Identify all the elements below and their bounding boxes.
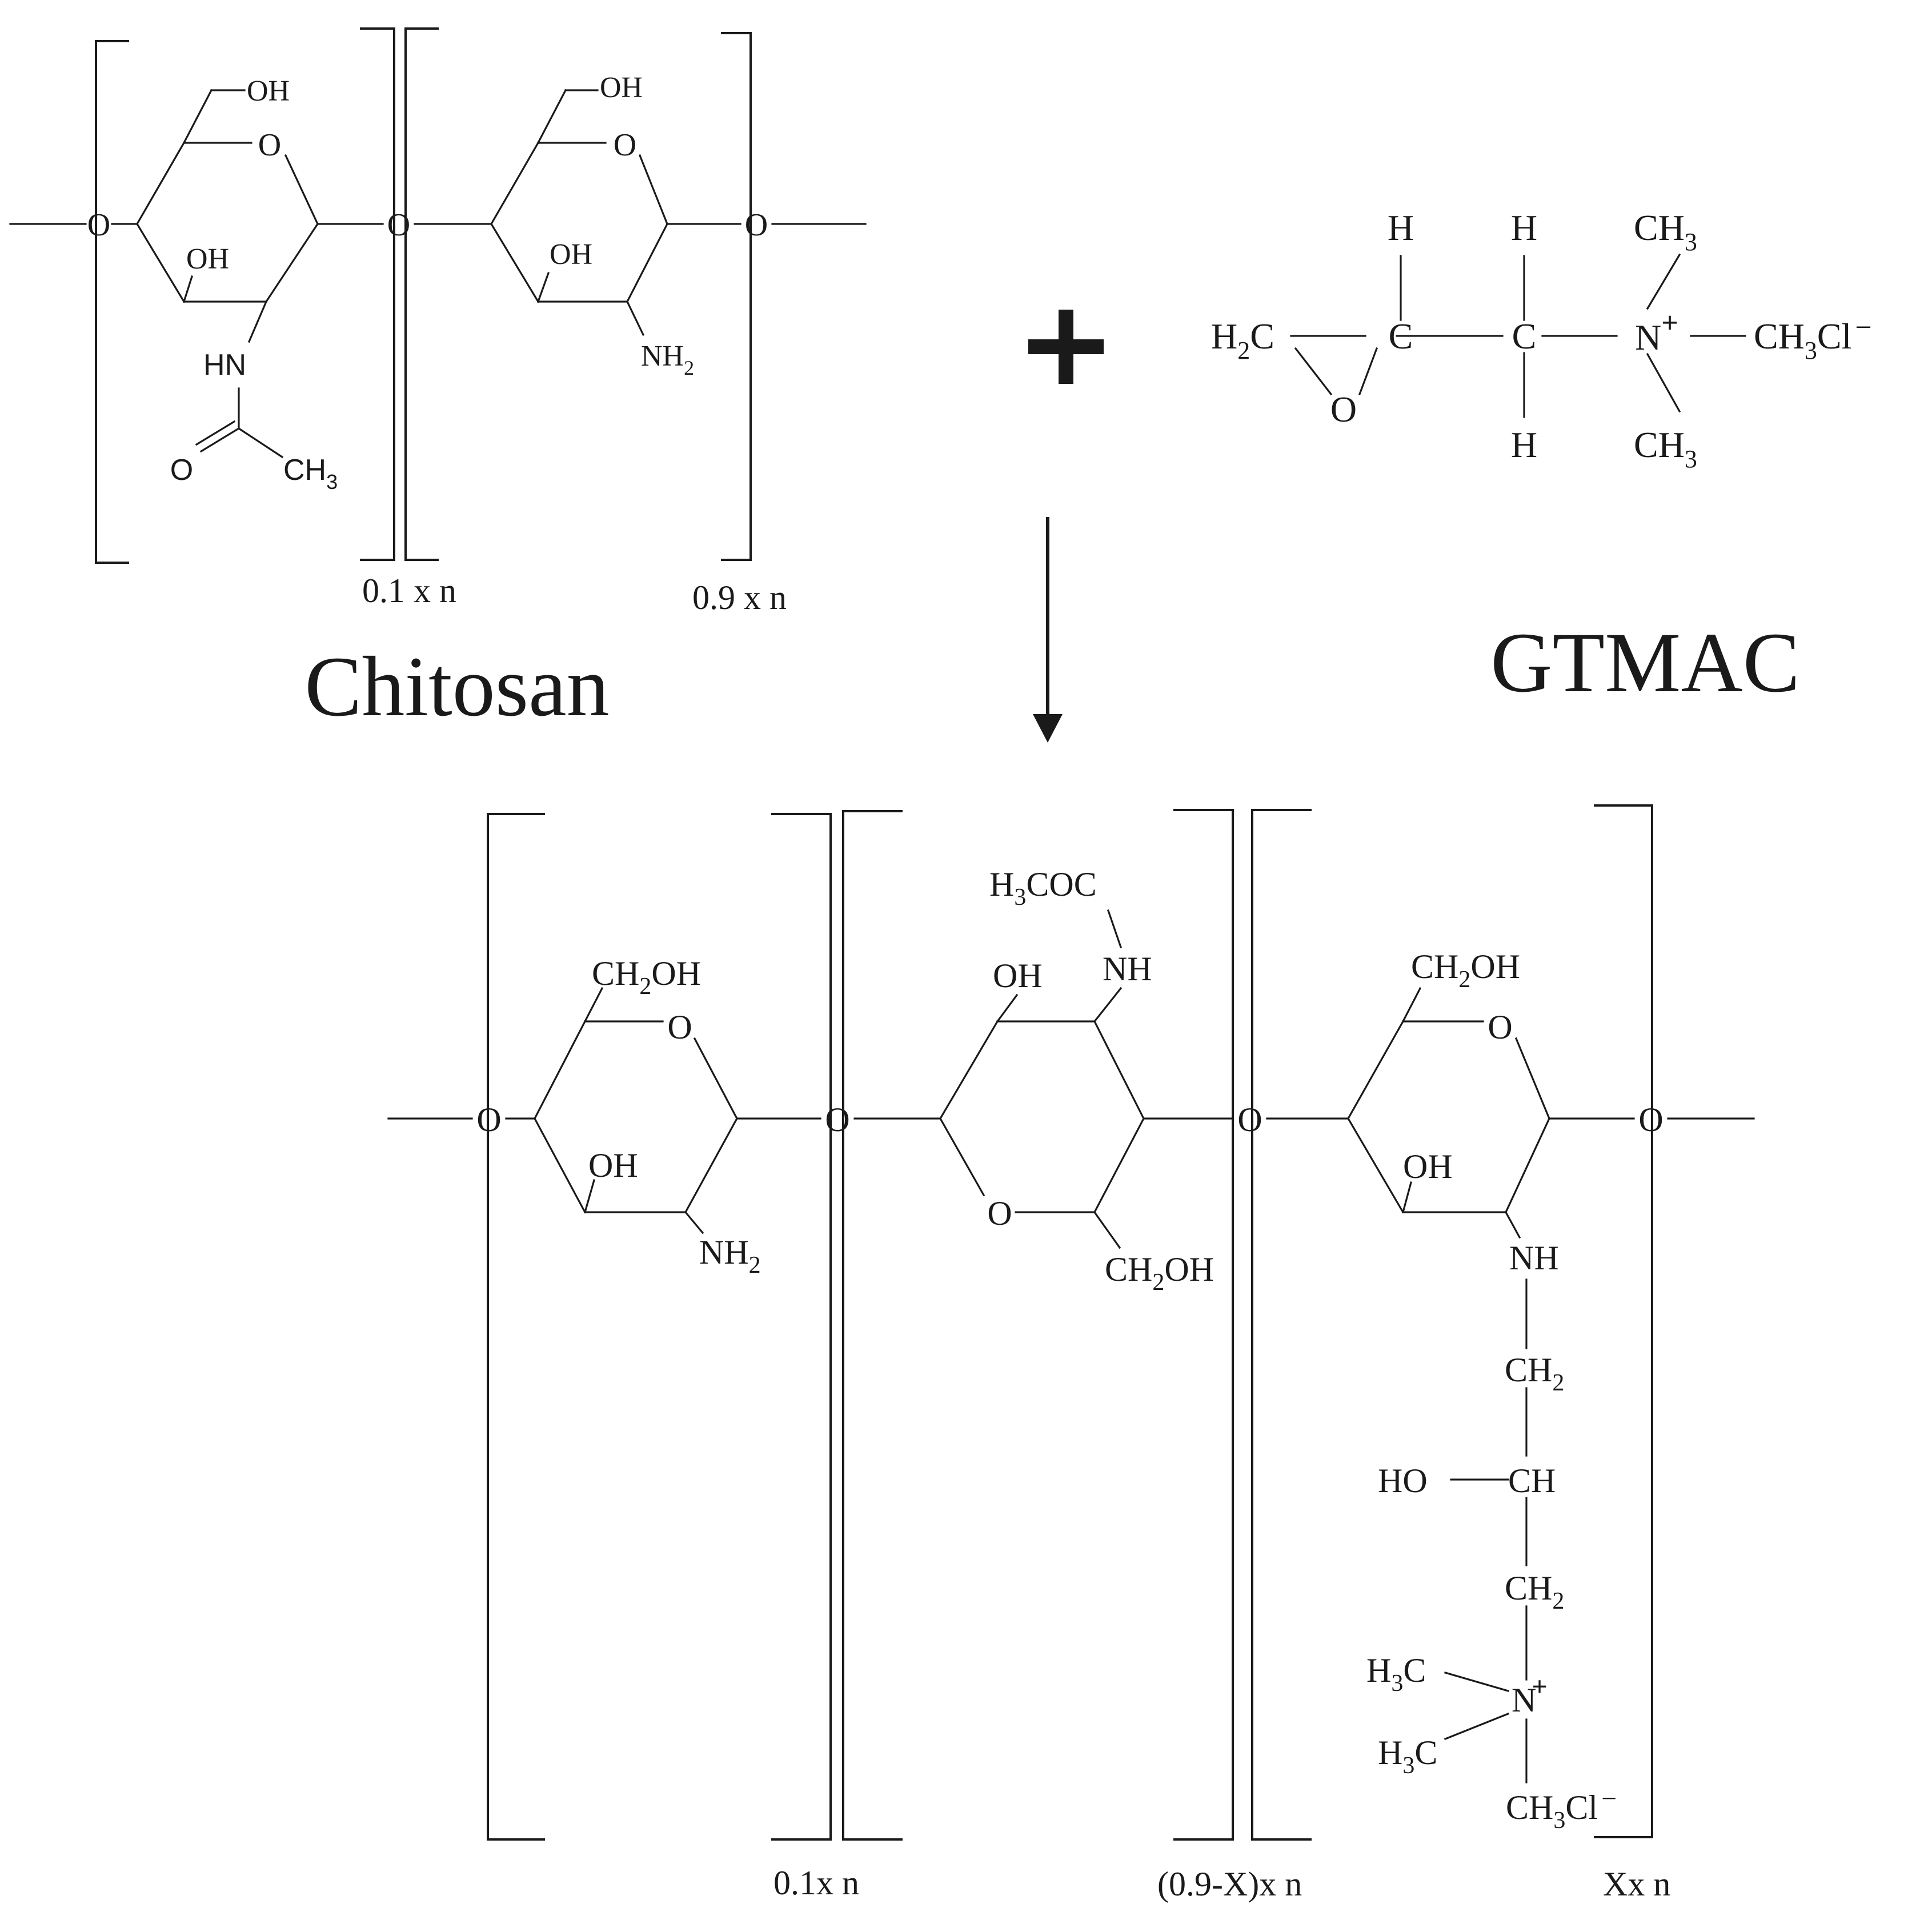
product-unit3-hydroxyl-label: OH xyxy=(1403,1148,1453,1185)
product-unit2-nh-label: NH xyxy=(1103,950,1152,988)
chitosan-linker-oxygen-right: O xyxy=(745,207,768,243)
product-linker-oxygen-2: O xyxy=(825,1101,849,1139)
chitosan-left-repeat-label: 0.1 x n xyxy=(362,572,456,610)
gtmac-epoxide-ch2-label: H2C xyxy=(1211,316,1274,364)
product-unit1-ring-oxygen: O xyxy=(667,1008,692,1046)
product-unit1-repeat-label: 0.1x n xyxy=(773,1864,859,1902)
gtmac-hydrogen-1: H xyxy=(1388,207,1414,248)
product-unit1-hydroxyl-label: OH xyxy=(588,1147,638,1184)
chitosan-linker-oxygen-left: O xyxy=(87,207,110,243)
chitosan-carbonyl-oxygen: O xyxy=(170,454,193,487)
chitosan-left-bracket xyxy=(95,27,395,564)
gtmac-methyl-top: CH3 xyxy=(1634,207,1697,256)
chitosan-right-hydroxyl-label: OH xyxy=(550,238,592,271)
product-unit-2-brackets xyxy=(842,809,1234,1841)
product-unit3-repeat-label: Xx n xyxy=(1603,1865,1670,1903)
product-unit3-chloromethyl-label: CH3Cl− xyxy=(1506,1783,1617,1834)
product-unit3-hydroxymethyl-label: CH2OH xyxy=(1411,948,1520,993)
product-unit1-amine-label: NH2 xyxy=(699,1233,761,1278)
chitosan-right-bracket xyxy=(404,27,752,561)
product-unit3-hydroxyl-chain-label: HO xyxy=(1378,1462,1428,1500)
chitosan-right-repeat-label: 0.9 x n xyxy=(692,579,787,616)
product-unit2-acetyl-label: H3COC xyxy=(989,865,1097,911)
product-unit3-methylene-1-label: CH2 xyxy=(1505,1351,1564,1396)
product-unit3-ring-oxygen: O xyxy=(1488,1008,1512,1046)
product-linker-oxygen-4: O xyxy=(1638,1101,1663,1139)
chitosan-left-ring-oxygen: O xyxy=(258,127,281,163)
chitosan-amine-label: NH2 xyxy=(641,340,694,379)
product-unit3-quaternary-nitrogen: N+ xyxy=(1512,1672,1548,1719)
chitosan-linker-oxygen-middle: O xyxy=(387,207,410,243)
product-structure: O O O O CH2OH O OH NH2 0.1x n H3COC NH O… xyxy=(387,804,1755,1903)
gtmac-hydrogen-3: H xyxy=(1511,424,1537,465)
product-unit-1-brackets xyxy=(487,813,832,1841)
gtmac-methyl-bottom: CH3 xyxy=(1634,424,1697,473)
chitosan-acetamide-nh-label: HN xyxy=(203,348,246,382)
chitosan-name: Chitosan xyxy=(304,639,609,734)
product-unit2-hydroxymethyl-label: CH2OH xyxy=(1105,1250,1214,1296)
product-unit2-hydroxyl-label: OH xyxy=(993,957,1043,995)
chitosan-right-hydroxymethyl-label: OH xyxy=(600,71,643,104)
gtmac-chloromethyl-label: CH3Cl− xyxy=(1754,311,1872,364)
chitosan-left-hydroxymethyl-label: OH xyxy=(247,75,290,107)
product-unit-3-brackets xyxy=(1251,804,1653,1841)
gtmac-methylene-carbon: C xyxy=(1512,316,1537,356)
product-unit3-nh-label: NH xyxy=(1509,1239,1559,1277)
gtmac-name: GTMAC xyxy=(1490,615,1800,710)
reaction-arrow xyxy=(1033,517,1063,743)
product-linker-oxygen-3: O xyxy=(1237,1101,1262,1139)
plus-sign xyxy=(1028,310,1104,384)
product-unit1-hydroxymethyl-label: CH2OH xyxy=(592,955,701,1000)
gtmac-epoxide-oxygen: O xyxy=(1330,389,1357,430)
chitosan-acetyl-methyl-label: CH3 xyxy=(283,454,338,494)
product-unit3-methine-label: CH xyxy=(1508,1462,1556,1500)
product-unit2-repeat-label: (0.9-X)x n xyxy=(1157,1865,1302,1903)
chitosan-left-hydroxyl-label: OH xyxy=(186,243,229,275)
product-unit3-methyl-upper-label: H3C xyxy=(1366,1652,1426,1697)
gtmac-quaternary-nitrogen: N+ xyxy=(1635,307,1678,358)
chitosan-right-ring-oxygen: O xyxy=(614,127,636,163)
chitosan-structure: O O O OH O OH HN O CH3 OH O OH NH2 0.1 x… xyxy=(9,27,867,734)
product-unit3-methyl-lower-label: H3C xyxy=(1378,1734,1437,1779)
product-unit2-ring-oxygen: O xyxy=(987,1195,1012,1232)
product-linker-oxygen-1: O xyxy=(476,1101,501,1139)
gtmac-hydrogen-2: H xyxy=(1511,207,1537,248)
product-unit3-methylene-2-label: CH2 xyxy=(1505,1569,1564,1614)
gtmac-structure: H2C C O H C H H N+ CH3 CH3 CH3Cl− GTMAC xyxy=(1211,207,1872,710)
gtmac-epoxide-carbon: C xyxy=(1389,316,1413,356)
